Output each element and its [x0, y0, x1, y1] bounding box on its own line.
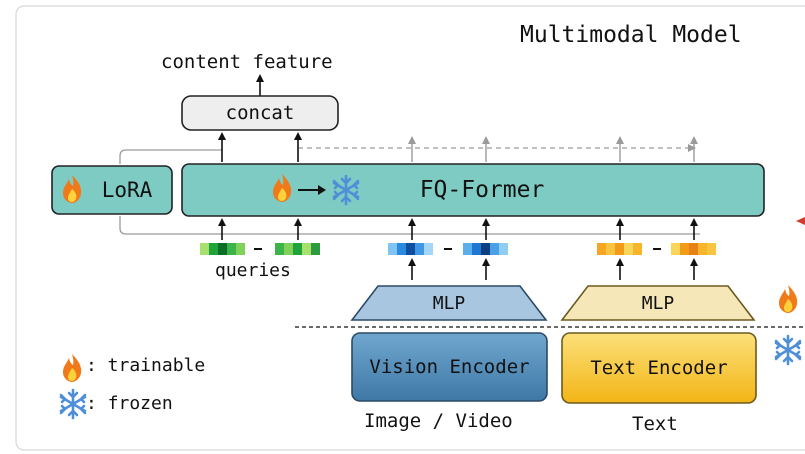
text-input-label: Text — [632, 413, 678, 435]
text-token-group-1 — [597, 243, 642, 255]
lora-top-connector — [119, 149, 222, 164]
mlp-text-label: MLP — [641, 292, 675, 314]
text-encoder-label: Text Encoder — [590, 357, 728, 379]
vision-token-group-2 — [463, 243, 508, 255]
vision-token-group-1 — [388, 243, 433, 255]
lora-box — [51, 165, 173, 215]
vision-encoder-label: Vision Encoder — [369, 356, 530, 378]
model-frame — [15, 5, 805, 451]
snowflake-icon — [774, 334, 802, 366]
lora-bottom-connector — [119, 216, 700, 235]
ellipsis-dash — [254, 248, 262, 250]
legend-frozen-label: : frozen — [86, 393, 173, 414]
lora-label: LoRA — [101, 178, 153, 202]
mlp-output-arrows — [408, 258, 698, 280]
ellipsis-dash — [444, 248, 452, 250]
fqformer-label: FQ-Former — [419, 177, 545, 203]
vision-encoder-box — [351, 332, 548, 402]
text-token-group-2 — [671, 243, 716, 255]
queries-label: queries — [215, 260, 291, 281]
concat-box — [181, 95, 339, 131]
query-token-group-1 — [200, 243, 245, 255]
red-arrow-icon — [796, 217, 805, 225]
fqformer-box — [181, 163, 765, 217]
text-encoder-box — [561, 332, 757, 404]
legend-trainable-label: : trainable — [86, 355, 206, 376]
token-input-arrows — [218, 218, 698, 240]
concat-label: concat — [225, 102, 295, 124]
mlp-text-shape — [560, 285, 756, 321]
vision-input-label: Image / Video — [364, 410, 513, 432]
ellipsis-dash — [653, 248, 661, 250]
mlp-vision-shape — [350, 285, 548, 321]
arrow-icon — [298, 185, 326, 195]
fire-icon — [779, 285, 798, 313]
model-title: Multimodal Model — [520, 22, 742, 48]
mlp-vision-label: MLP — [432, 292, 466, 314]
unused-output-arrows — [408, 136, 698, 162]
snowflake-icon — [59, 388, 87, 420]
query-token-group-2 — [275, 243, 320, 255]
output-label: content feature — [161, 51, 333, 73]
fire-icon — [63, 354, 82, 382]
